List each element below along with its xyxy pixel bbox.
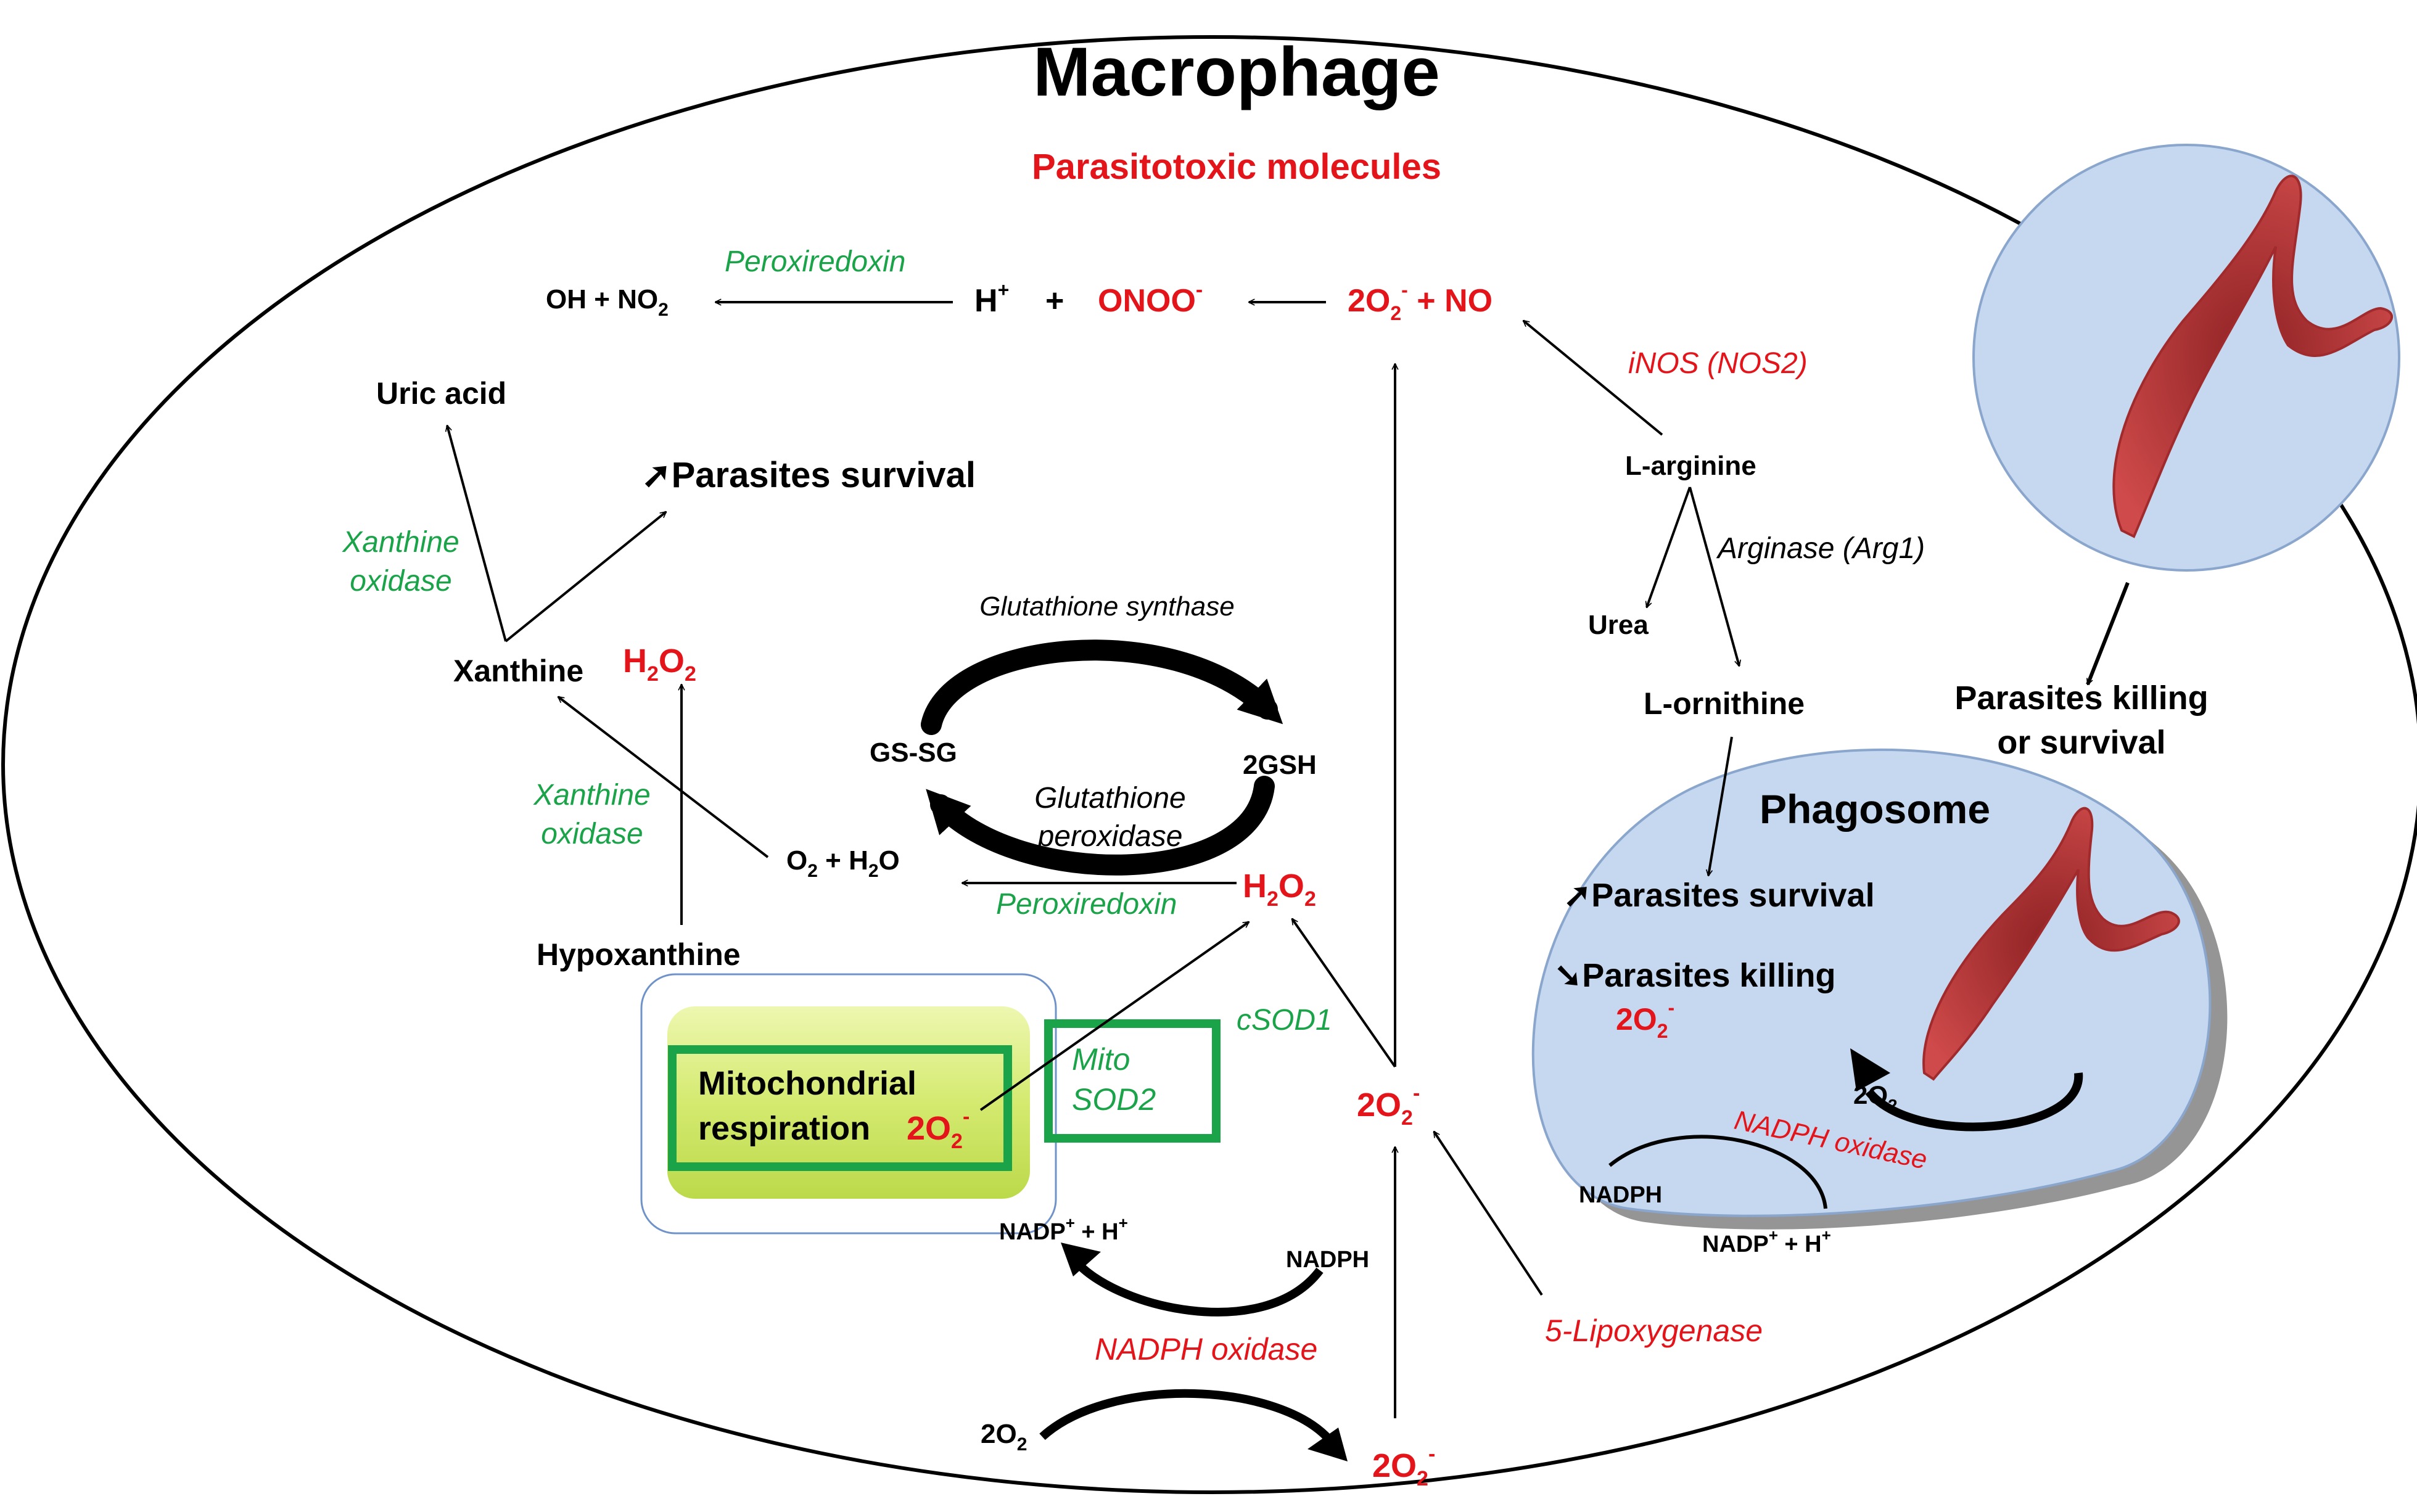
label-phago-o2: 2O2- <box>1616 996 1674 1042</box>
label-csod1: cSOD1 <box>1237 1004 1332 1037</box>
label-nadph-left: NADPH <box>1286 1247 1369 1273</box>
label-mito-o2: 2O2- <box>907 1105 970 1153</box>
label-nadp-right: NADP+ + H+ <box>1702 1226 1831 1257</box>
mitochondria <box>640 973 1221 1235</box>
arrow-parasite-to-killing <box>2086 581 2130 684</box>
diagram-subtitle: Parasitotoxic molecules <box>1032 147 1441 187</box>
nadph-left-head <box>1061 1243 1101 1276</box>
glutathione-cycle-top <box>921 639 1283 735</box>
label-glutathione-peroxidase-b: peroxidase <box>1037 820 1183 853</box>
label-parasites-killing-or-survival-b: or survival <box>1997 724 2165 761</box>
label-l-arginine: L-arginine <box>1625 451 1756 481</box>
label-o2-bottom-left: 2O2 <box>981 1419 1027 1455</box>
label-nadph-oxidase-bottom: NADPH oxidase <box>1095 1332 1317 1366</box>
label-gs-sg: GS-SG <box>870 738 957 768</box>
label-uric-acid: Uric acid <box>376 376 506 411</box>
label-inos: iNOS (NOS2) <box>1628 347 1808 380</box>
arrow-xanthine-to-uric <box>447 425 507 642</box>
arrow-lipoxygenase-to-o2 <box>1433 1132 1543 1296</box>
diagram-title: Macrophage <box>1033 33 1440 110</box>
label-mito-sod2-a: Mito <box>1072 1042 1130 1077</box>
label-xanthine-oxidase-1b: oxidase <box>350 565 451 598</box>
label-l-ornithine: L-ornithine <box>1644 686 1805 721</box>
label-glutathione-peroxidase-a: Glutathione <box>1034 782 1186 815</box>
label-phago-killing: ➘Parasites killing <box>1554 957 1835 994</box>
label-nadp-left: NADP+ + H+ <box>999 1214 1128 1245</box>
label-o2-h2o: O2 + H2O <box>786 845 900 881</box>
arrow-o2h2o-to-xanthine <box>558 696 769 858</box>
label-o2-no: 2O2- + NO <box>1348 279 1493 324</box>
macrophage-membrane <box>1 35 2417 1494</box>
label-phagosome: Phagosome <box>1760 786 1990 832</box>
label-onoo: ONOO- <box>1098 278 1203 319</box>
nadph-bottom-curve <box>1039 1389 1336 1446</box>
label-xanthine-oxidase-2b: oxidase <box>541 818 643 850</box>
phago-nadph-curve <box>1865 1072 2083 1132</box>
label-peroxiredoxin-mid: Peroxiredoxin <box>996 888 1177 921</box>
arrow-arginine-to-urea <box>1647 487 1691 607</box>
arrow-xanthine-to-survival <box>504 511 666 643</box>
label-peroxiredoxin-top: Peroxiredoxin <box>725 245 905 278</box>
phago-nadph-head <box>1850 1048 1890 1091</box>
label-arginase: Arginase (Arg1) <box>1716 532 1925 565</box>
label-parasites-survival-main: ➚Parasites survival <box>641 455 976 495</box>
external-parasite <box>1972 144 2400 572</box>
label-xanthine: Xanthine <box>453 654 583 688</box>
phagosome <box>1531 748 2228 1230</box>
label-oh-no2: OH + NO2 <box>546 284 669 320</box>
label-mito-line2: respiration <box>698 1110 870 1147</box>
arrow-arginine-to-ornithine <box>1689 487 1739 666</box>
label-mito-line1: Mitochondrial <box>698 1065 916 1102</box>
glutathione-cycle-bottom <box>926 776 1275 876</box>
label-h2o2-left: H2O2 <box>623 643 696 686</box>
label-phago-survival: ➚Parasites survival <box>1563 877 1875 914</box>
nadph-bottom-head <box>1307 1428 1348 1461</box>
label-mito-sod2-b: SOD2 <box>1072 1082 1156 1117</box>
label-phago-2o2: 2O2 <box>1853 1080 1898 1115</box>
arrow-mito-to-h2o2 <box>979 921 1249 1111</box>
label-nadph-right: NADPH <box>1579 1182 1662 1208</box>
label-h-plus: H+ <box>974 279 1009 319</box>
arrow-center-o2-to-h2o2 <box>1291 919 1396 1068</box>
label-h2o2-mid: H2O2 <box>1243 868 1316 911</box>
label-hypoxanthine: Hypoxanthine <box>537 937 741 972</box>
right-nadph-curve <box>1608 1135 1827 1209</box>
label-glutathione-synthase: Glutathione synthase <box>979 591 1234 622</box>
label-o2-center: 2O2- <box>1357 1082 1420 1130</box>
label-plus-sign: + <box>1045 283 1064 319</box>
label-xanthine-oxidase-2a: Xanthine <box>533 779 651 811</box>
label-parasites-killing-or-survival-a: Parasites killing <box>1954 680 2208 717</box>
arrow-arginine-to-o2no <box>1523 319 1663 436</box>
label-o2-bottom-right: 2O2- <box>1372 1442 1435 1490</box>
label-urea: Urea <box>1588 610 1649 640</box>
label-2gsh: 2GSH <box>1243 750 1317 780</box>
arrow-ornithine-to-phagosome <box>1708 736 1733 876</box>
nadph-left-curve <box>1069 1255 1324 1317</box>
label-lipoxygenase: 5-Lipoxygenase <box>1545 1313 1763 1348</box>
label-xanthine-oxidase-1a: Xanthine <box>342 526 459 559</box>
